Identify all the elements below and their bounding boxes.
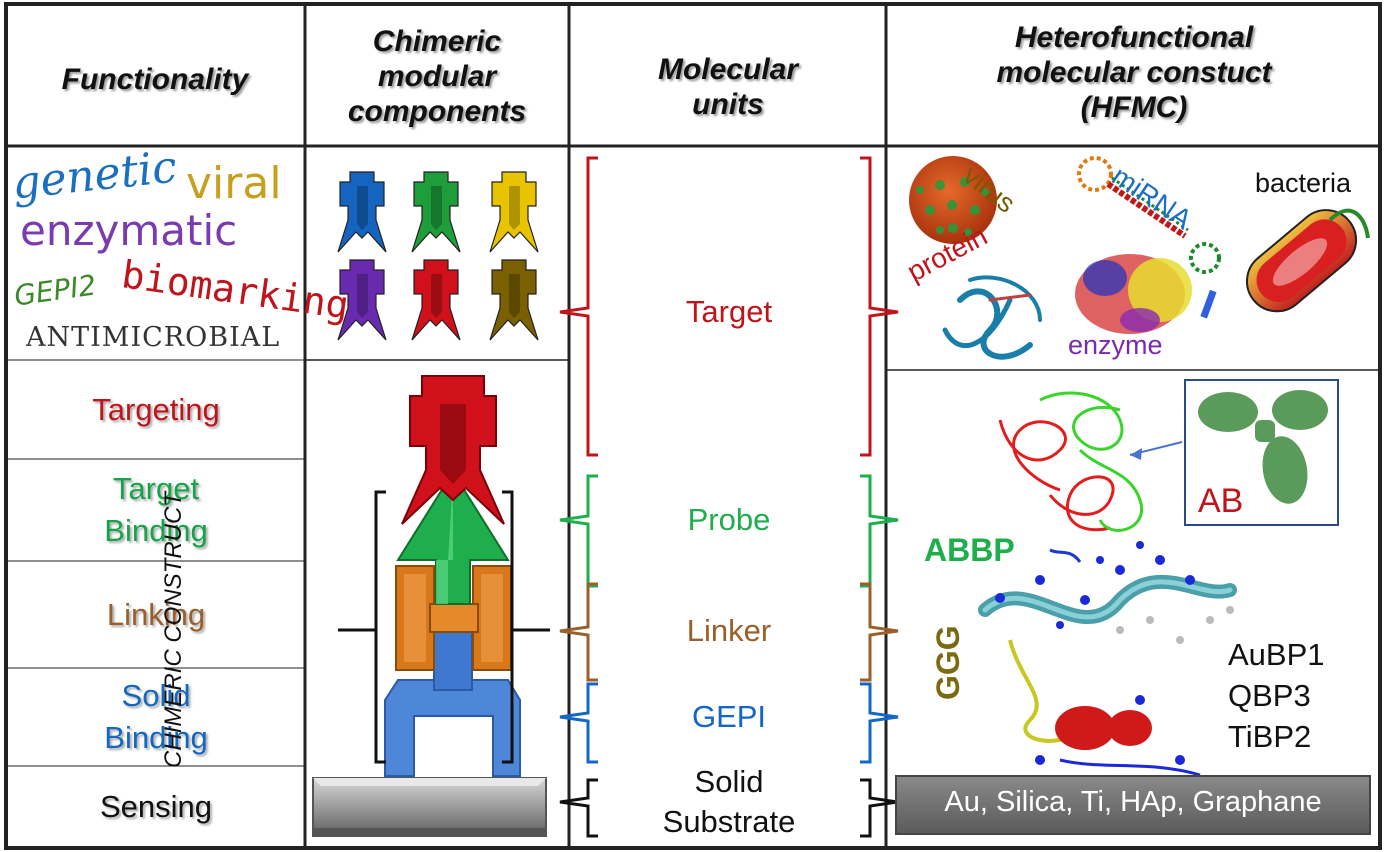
label-ggg: GGG (930, 625, 966, 700)
header-chimeric-line3: components (347, 95, 527, 128)
peptide-tibp2: TiBP2 (1228, 719, 1312, 754)
table-grid (4, 2, 1382, 850)
header-chimeric-line1: Chimeric (372, 25, 502, 58)
function-label-line: Binding (104, 513, 208, 548)
unit-brace (559, 156, 598, 457)
unit-label-line: Target (685, 294, 773, 329)
unit-label-0: Target (620, 292, 838, 332)
function-label-line: Target (112, 471, 200, 506)
unit-brace (559, 582, 598, 682)
header-chimeric: Chimeric modular components (308, 24, 566, 129)
header-hfmc: Heterofunctional molecular constuct (HFM… (890, 20, 1378, 125)
header-molecular-line1: Molecular (657, 53, 799, 86)
header-hfmc-line2: molecular constuct (996, 56, 1272, 89)
module-icon (337, 259, 387, 341)
label-bacteria: bacteria (1255, 168, 1352, 198)
hfmc-substrate-text: Au, Silica, Ti, HAp, Graphane (944, 786, 1322, 818)
protein-illustration (942, 275, 1042, 360)
unit-brace (559, 474, 598, 588)
header-hfmc-line3: (HFMC) (1080, 91, 1188, 124)
mirna-illustration (1077, 156, 1221, 274)
unit-brace (559, 682, 598, 764)
unit-brace (860, 474, 899, 588)
function-label-2: Linking (8, 594, 304, 636)
header-chimeric-line2: modular (377, 60, 497, 93)
probe-module (396, 470, 510, 605)
substrate-block (312, 777, 547, 837)
ab-box (1129, 379, 1339, 526)
chimeric-construct-label: CHIMERIC CONSTRUCT (160, 492, 187, 768)
construct-brackets (338, 490, 550, 764)
label-enzyme: enzyme (1068, 330, 1163, 360)
label-ab: AB (1198, 482, 1244, 520)
header-functionality-text: Functionality (61, 63, 249, 96)
enzyme-illustration (1075, 254, 1217, 334)
unit-label-1: Probe (620, 500, 838, 540)
function-label-line: Solid (121, 678, 191, 713)
unit-brace (860, 682, 899, 764)
unit-label-2: Linker (620, 611, 838, 651)
targeting-module (401, 375, 505, 525)
unit-label-line: Substrate (662, 804, 796, 839)
module-icon (411, 171, 461, 253)
function-label-line: Targeting (92, 391, 220, 427)
unit-braces (559, 156, 899, 838)
unit-brace (559, 778, 598, 838)
function-label-line: Binding (104, 720, 208, 755)
virus-illustration (909, 156, 997, 244)
unit-label-line: Probe (687, 502, 771, 537)
linker-module (395, 565, 512, 671)
function-label-line: Sensing (99, 789, 213, 824)
function-label-0: Targeting (8, 389, 304, 431)
unit-brace (860, 778, 899, 838)
unit-label-line: GEPI (691, 699, 767, 734)
label-abbp: ABBP (924, 532, 1015, 568)
peptide-aubp1: AuBP1 (1228, 637, 1325, 672)
unit-label-line: Solid (694, 764, 764, 799)
word-viral: viral (186, 158, 282, 209)
word-enzymatic: enzymatic (20, 206, 238, 255)
header-molecular-line2: units (692, 88, 764, 121)
header-hfmc-line1: Heterofunctional (1014, 21, 1254, 54)
module-icon (411, 259, 461, 341)
module-icon (489, 171, 539, 253)
unit-label-3: GEPI (620, 697, 838, 737)
peptide-qbp3: QBP3 (1228, 678, 1311, 713)
unit-brace (860, 156, 899, 457)
module-icon (337, 171, 387, 253)
word-antimicrobial: ANTIMICROBIAL (26, 322, 281, 353)
module-icon (489, 259, 539, 341)
antibody-fragment-illustration (998, 391, 1144, 563)
solid-binding-module (384, 629, 521, 777)
unit-label-line: Linker (686, 613, 772, 648)
peptide-list: AuBP1 QBP3 TiBP2 (1228, 634, 1325, 757)
function-label-line: Linking (106, 596, 206, 632)
chimeric-construct-stack (312, 375, 547, 837)
hfmc-substrate-bar (895, 775, 1371, 835)
header-molecular-units: Molecular units (572, 52, 884, 122)
function-label-4: Sensing (8, 786, 304, 828)
unit-brace (860, 582, 899, 682)
module-icon-grid (337, 171, 539, 341)
peptide-helix-illustration (978, 541, 1237, 777)
header-functionality: Functionality (10, 62, 300, 97)
bacteria-illustration (1246, 208, 1370, 313)
